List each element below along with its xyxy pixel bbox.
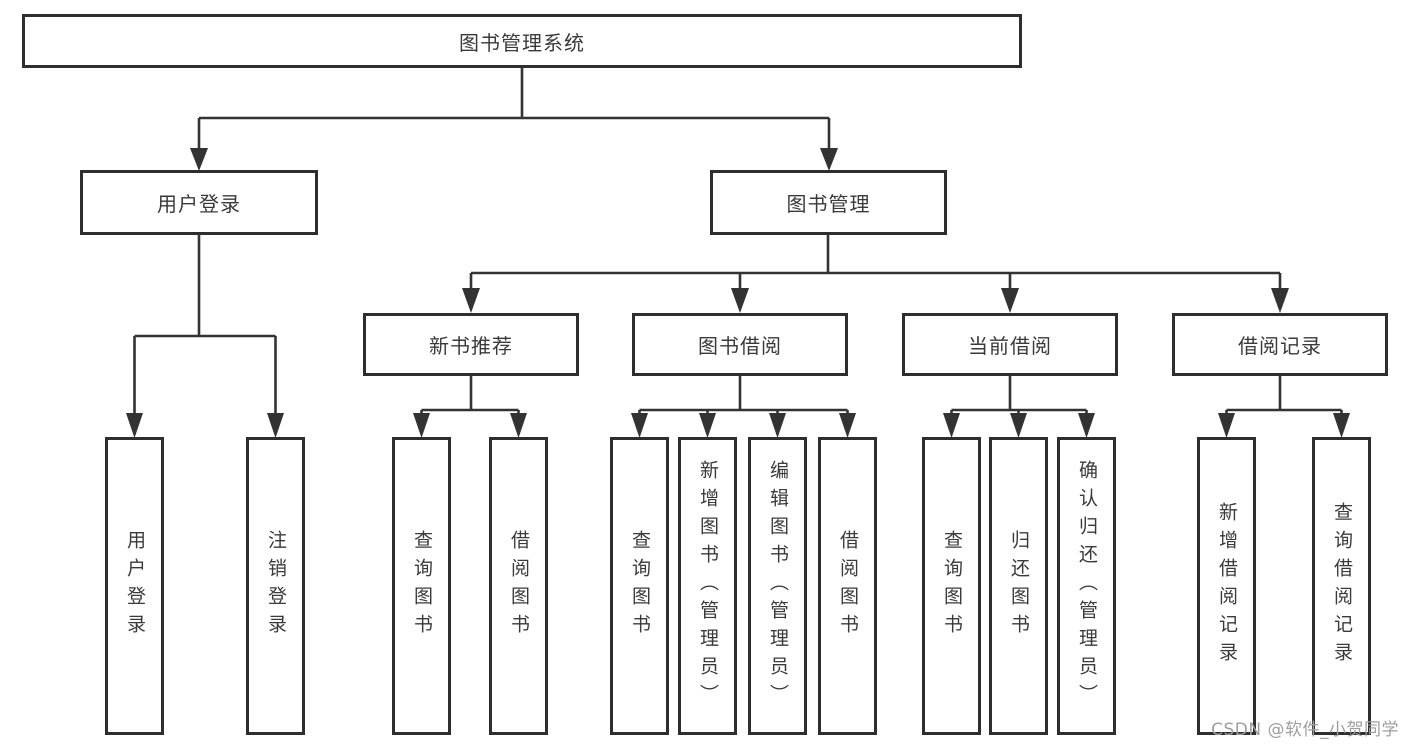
csdn-watermark: CSDN @软件_小贺同学 bbox=[1211, 720, 1399, 740]
leaf-user-login-label: 用户登录 bbox=[124, 530, 146, 642]
leaf-query-books-current: 查询图书 bbox=[922, 437, 981, 735]
node-borrow-records: 借阅记录 bbox=[1172, 313, 1388, 376]
leaf-borrow-books-recommend: 借阅图书 bbox=[489, 437, 548, 735]
node-book-borrow-label: 图书借阅 bbox=[698, 334, 782, 358]
leaf-query-books-recommend: 查询图书 bbox=[392, 437, 451, 735]
node-book-management: 图书管理 bbox=[710, 170, 947, 235]
leaf-logout-label: 注销登录 bbox=[265, 530, 287, 642]
node-book-borrow: 图书借阅 bbox=[632, 313, 848, 376]
leaf-confirm-return-admin-label: 确认归还（管理员） bbox=[1076, 460, 1098, 712]
leaf-borrow-books-borrow: 借阅图书 bbox=[818, 437, 877, 735]
leaf-query-borrow-record: 查询借阅记录 bbox=[1312, 437, 1371, 735]
leaf-borrow-books-recommend-label: 借阅图书 bbox=[508, 530, 530, 642]
leaf-user-login: 用户登录 bbox=[105, 437, 164, 735]
node-new-book-recommend: 新书推荐 bbox=[363, 313, 579, 376]
leaf-query-books-borrow-label: 查询图书 bbox=[629, 530, 651, 642]
node-current-borrow-label: 当前借阅 bbox=[968, 334, 1052, 358]
leaf-add-borrow-record: 新增借阅记录 bbox=[1197, 437, 1256, 735]
leaf-add-borrow-record-label: 新增借阅记录 bbox=[1216, 502, 1238, 670]
leaf-query-books-recommend-label: 查询图书 bbox=[411, 530, 433, 642]
node-root-label: 图书管理系统 bbox=[459, 30, 585, 55]
leaf-add-book-admin-label: 新增图书（管理员） bbox=[697, 460, 719, 712]
leaf-return-book: 归还图书 bbox=[989, 437, 1048, 735]
node-root: 图书管理系统 bbox=[22, 14, 1022, 68]
leaf-borrow-books-borrow-label: 借阅图书 bbox=[837, 530, 859, 642]
node-borrow-records-label: 借阅记录 bbox=[1238, 334, 1322, 358]
node-new-book-recommend-label: 新书推荐 bbox=[429, 334, 513, 358]
node-current-borrow: 当前借阅 bbox=[902, 313, 1118, 376]
leaf-query-borrow-record-label: 查询借阅记录 bbox=[1331, 502, 1353, 670]
leaf-add-book-admin: 新增图书（管理员） bbox=[678, 437, 737, 735]
leaf-return-book-label: 归还图书 bbox=[1008, 530, 1030, 642]
leaf-logout: 注销登录 bbox=[246, 437, 305, 735]
leaf-edit-book-admin: 编辑图书（管理员） bbox=[748, 437, 807, 735]
leaf-confirm-return-admin: 确认归还（管理员） bbox=[1057, 437, 1116, 735]
node-user-login-label: 用户登录 bbox=[157, 192, 241, 216]
leaf-edit-book-admin-label: 编辑图书（管理员） bbox=[767, 460, 789, 712]
node-book-management-label: 图书管理 bbox=[786, 192, 871, 216]
leaf-query-books-current-label: 查询图书 bbox=[941, 530, 963, 642]
node-user-login: 用户登录 bbox=[80, 170, 318, 235]
leaf-query-books-borrow: 查询图书 bbox=[610, 437, 669, 735]
